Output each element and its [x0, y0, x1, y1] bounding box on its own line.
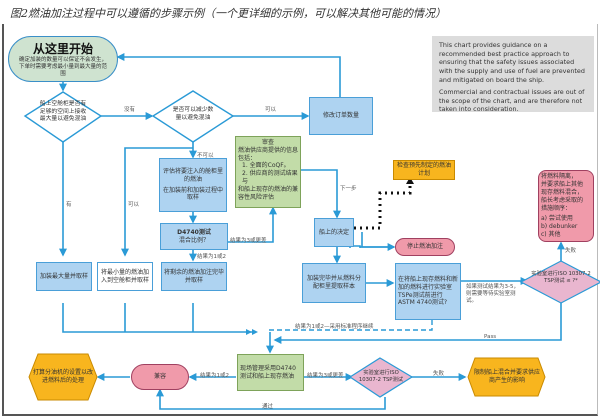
diagram-title: 图2燃油加注过程中可以遵循的步骤示例（一个更详细的示例，可以解决其他可能的情况） [10, 7, 446, 20]
fail-line: b) debunker [541, 223, 578, 231]
review-title: 审查 [261, 139, 274, 146]
hex-right-text: 限制船上混合并要求供应商产生的影响 [473, 369, 540, 384]
label-result-12: 结果为1或2 [200, 373, 229, 379]
evaluate-text-1: 评估将要注入的舱柜里的燃油 [162, 167, 223, 183]
check-plan-text: 检查预先制定的燃油计划 [396, 162, 451, 177]
after-bunker-text: 加装完毕并从燃料分配柜里提取样本 [306, 275, 361, 290]
fail-line: a) 尝试使用 [541, 215, 573, 223]
stop-bunker-text: 停止燃油加注 [406, 243, 443, 251]
label-pass: Pass [484, 334, 497, 340]
fail-line: 措施顺序： [541, 204, 572, 212]
iso-top-text: 实验室进行ISO 10307-2 TSP测试 ≤ ?* [531, 271, 591, 284]
load-max-box: 加装最大量并取样 [36, 262, 92, 291]
monitor-box: 现场管理采用D4740测试和船上现存燃油 [237, 354, 304, 391]
diagram-frame [2, 24, 598, 416]
hex-left-text: 打算分油机的设置以改进燃料后的处理 [33, 369, 94, 384]
d2-text: 是否可以减少数量以避免混油 [172, 107, 214, 121]
compatible-text: 兼容 [153, 373, 166, 381]
d4740-box: D4740测试 混合比例？ [160, 223, 228, 250]
iso-bottom-text: 实验室进行ISO 10307-2 TSP测试 [358, 370, 404, 383]
stop-bunker-box: 停止燃油加注 [395, 238, 455, 256]
fail-action-box: 将燃料隔离， 并要求船上其他 现存燃料混合， 船长考虑采取的 措施顺序： a) … [538, 170, 594, 242]
label-passed: 通过 [262, 404, 274, 410]
label-if-result: 如果测试结果为3-5，则需要等待实验室测试。 [466, 284, 519, 305]
evaluate-box: 评估将要注入的舱柜里的燃油 在加装前和加装过程中取样 [159, 158, 227, 212]
load-min-text: 将最小量的燃油加入到空舱柜并取样 [100, 268, 149, 284]
monitor-text: 现场管理采用D4740测试和船上现存燃油 [240, 364, 296, 380]
iso-diamond-top [519, 260, 600, 304]
label-result-bad: 结果为3或更差 [230, 238, 267, 244]
review-item-2: 2. 供应商的测试结果与 [242, 170, 298, 185]
start-text: 确定加装的数量可以保证不会发生，下单时需要考虑最小量到最大量的范围 [18, 57, 107, 78]
load-max-text: 加装最大量并取样 [39, 272, 88, 280]
note-paragraph-1: This chart provides guidance on a recomm… [439, 41, 585, 84]
fail-line: 船长考虑采取的 [541, 196, 584, 204]
mix-sample-text: 在将船上现存燃料和新加的燃料进行实验室TSPe测试前进行ASTM 4740测试? [398, 275, 459, 307]
decision-diamond-1 [23, 91, 103, 143]
onboard-decision-box: 船上的决定 [314, 218, 354, 247]
fail-line: 现存燃料混合， [541, 188, 584, 196]
arrow-to-start [116, 53, 341, 61]
compatible-box: 兼容 [131, 364, 189, 390]
load-rest-box: 将剩余的燃油加注完毕并取样 [161, 262, 227, 291]
label-result-dashed: 结果为1或2—采用标准程序继续 [295, 324, 374, 330]
start-node: 从这里开始 确定加装的数量可以保证不会发生，下单时需要考虑最小量到最大量的范围 [8, 36, 118, 82]
label-yes: 可以 [265, 107, 277, 113]
decision-diamond-2 [151, 90, 235, 143]
review-item-3: 和船上现存的燃油的兼容性风险评估 [238, 185, 299, 201]
label-next-step: 下一步 [340, 186, 357, 192]
modify-order-text: 修改订单数量 [322, 112, 359, 120]
label-fail-2: 失败 [433, 371, 445, 377]
check-plan-box: 检查预先制定的燃油计划 [393, 160, 455, 180]
mix-sample-box: 在将船上现存燃料和新加的燃料进行实验室TSPe测试前进行ASTM 4740测试? [395, 263, 461, 320]
fail-line: 将燃料隔离， [541, 173, 578, 181]
label-can: 可以 [128, 202, 140, 208]
modify-order-box: 修改订单数量 [309, 97, 373, 135]
review-box: 审查 燃油供应商提供的信息包括： 1. 全面的CoQF。 2. 供应商的测试结果… [235, 136, 301, 208]
d4740-text-1: D4740测试 [177, 228, 211, 236]
evaluate-text-2: 在加装前和加装过程中取样 [162, 186, 223, 202]
note-paragraph-2: Commercial and contractual issues are ou… [439, 88, 585, 114]
start-heading: 从这里开始 [32, 42, 93, 56]
hexagon-left [28, 353, 98, 401]
load-rest-text: 将剩余的燃油加注完毕并取样 [164, 268, 225, 284]
fail-line: c) 其他 [541, 230, 561, 238]
d4740-text-2: 混合比例？ [178, 236, 209, 244]
onboard-decision-text: 船上的决定 [318, 228, 349, 236]
d1-text: 船上空舱柜是否有足够的空间上接收最大量以避免混油 [39, 101, 87, 123]
label-no: 没有 [124, 107, 136, 113]
review-intro: 燃油供应商提供的信息包括： [238, 146, 299, 162]
label-result-3: 结果为3或更差 [307, 373, 344, 379]
review-item-1: 1. 全面的CoQF。 [242, 162, 290, 170]
iso-diamond-bottom [348, 357, 414, 398]
hexagon-right [467, 357, 546, 397]
fail-line: 并要求船上其他 [541, 181, 584, 189]
label-fail: 失败 [565, 248, 577, 254]
label-result-ok: 结果为1或2 [197, 254, 226, 260]
after-bunker-box: 加装完毕并从燃料分配柜里提取样本 [302, 263, 366, 303]
label-has: 有 [66, 202, 72, 208]
label-cannot: 不可以 [197, 153, 214, 159]
load-min-box: 将最小量的燃油加入到空舱柜并取样 [97, 262, 153, 291]
guidance-note: This chart provides guidance on a recomm… [432, 36, 594, 114]
